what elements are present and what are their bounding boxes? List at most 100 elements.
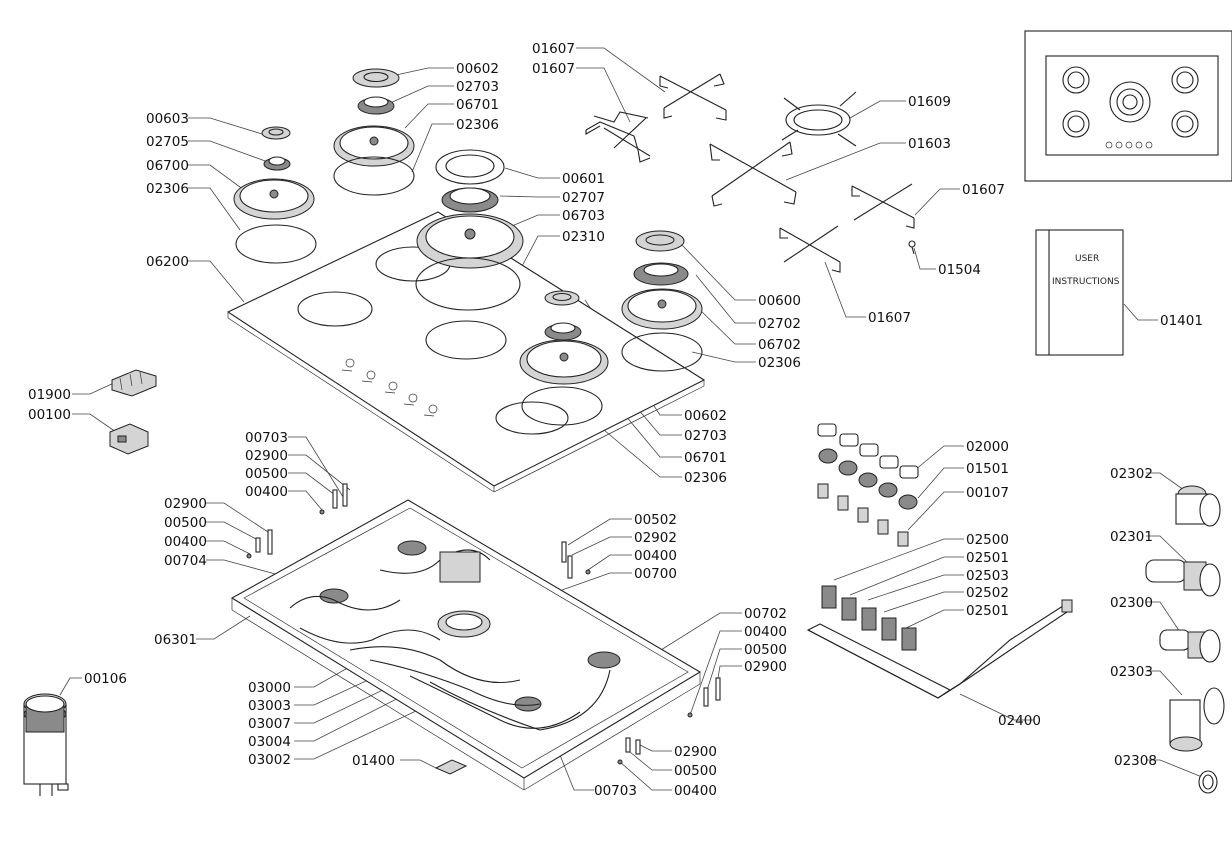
label-01401: 01401 <box>1160 313 1203 329</box>
label-02900: 02900 <box>744 659 787 675</box>
label-00500: 00500 <box>674 763 717 779</box>
bottom-tray <box>230 499 702 791</box>
pan-support-01603 <box>709 141 797 207</box>
label-01504: 01504 <box>938 262 981 278</box>
label-02707: 02707 <box>562 190 605 206</box>
label-00400: 00400 <box>744 624 787 640</box>
control-symbols <box>341 358 438 417</box>
label-06702: 06702 <box>758 337 801 353</box>
pan-support-01609-wok <box>781 91 857 147</box>
label-00704: 00704 <box>164 553 207 569</box>
knob-spindles <box>817 483 909 547</box>
connector-02303 <box>1169 687 1225 752</box>
label-00100: 00100 <box>28 407 71 423</box>
label-00107: 00107 <box>966 485 1009 501</box>
manual-line-1: USER <box>1075 254 1099 264</box>
label-00700: 00700 <box>634 566 677 582</box>
label-02400: 02400 <box>998 713 1041 729</box>
electrode-set-bottom <box>617 737 641 765</box>
label-00602: 00602 <box>684 408 727 424</box>
label-01607: 01607 <box>868 310 911 326</box>
pan-support-01607-c <box>851 183 915 229</box>
label-02900: 02900 <box>674 744 717 760</box>
part-labels: 00602 02703 06701 02306 00603 02705 0670… <box>28 41 1203 799</box>
leader-lines <box>59 47 1203 791</box>
pan-support-01607-a <box>585 111 651 163</box>
label-02306: 02306 <box>146 181 189 197</box>
label-02301: 02301 <box>1110 529 1153 545</box>
control-knobs <box>817 423 919 547</box>
connector-02300 <box>1159 629 1221 663</box>
label-02306: 02306 <box>758 355 801 371</box>
label-02303: 02303 <box>1110 664 1153 680</box>
pan-supports <box>585 73 916 273</box>
label-03003: 03003 <box>248 698 291 714</box>
gas-connectors <box>1145 485 1225 794</box>
label-02703: 02703 <box>456 79 499 95</box>
label-01607: 01607 <box>962 182 1005 198</box>
label-03002: 03002 <box>248 752 291 768</box>
label-02300: 02300 <box>1110 595 1153 611</box>
flue-cap-00106 <box>23 693 69 796</box>
label-01609: 01609 <box>908 94 951 110</box>
burner-assembly-auxiliary <box>233 126 317 264</box>
label-03004: 03004 <box>248 734 291 750</box>
gas-valves-manifold <box>806 585 1073 699</box>
label-00502: 00502 <box>634 512 677 528</box>
label-02503: 02503 <box>966 568 1009 584</box>
label-00703: 00703 <box>594 783 637 799</box>
label-00500: 00500 <box>245 466 288 482</box>
label-06701: 06701 <box>684 450 727 466</box>
connector-block-00100 <box>109 423 149 455</box>
label-02308: 02308 <box>1114 753 1157 769</box>
label-02501: 02501 <box>966 550 1009 566</box>
connector-02301 <box>1145 559 1221 597</box>
ignition-module-01900 <box>111 369 157 397</box>
user-instructions-booklet: USER INSTRUCTIONS <box>1035 229 1124 356</box>
label-02501: 02501 <box>966 603 1009 619</box>
label-03007: 03007 <box>248 716 291 732</box>
label-00602: 00602 <box>456 61 499 77</box>
label-02306: 02306 <box>684 470 727 486</box>
label-00603: 00603 <box>146 111 189 127</box>
label-00106: 00106 <box>84 671 127 687</box>
label-00702: 00702 <box>744 606 787 622</box>
label-00500: 00500 <box>164 515 207 531</box>
label-06700: 06700 <box>146 158 189 174</box>
label-02000: 02000 <box>966 439 1009 455</box>
electrodes <box>246 483 721 765</box>
label-00400: 00400 <box>164 534 207 550</box>
label-00703: 00703 <box>245 430 288 446</box>
label-01400: 01400 <box>352 753 395 769</box>
burner-assembly-semi-rapid-front <box>519 290 609 426</box>
top-view-inset <box>1024 30 1232 182</box>
electrode-set-left-mid <box>246 529 273 559</box>
label-02703: 02703 <box>684 428 727 444</box>
label-00601: 00601 <box>562 171 605 187</box>
electrode-set-left-top <box>319 483 348 515</box>
label-01603: 01603 <box>908 136 951 152</box>
burner-assembly-semi-rapid-rear <box>333 68 415 196</box>
label-06703: 06703 <box>562 208 605 224</box>
label-00400: 00400 <box>674 783 717 799</box>
electrode-set-right <box>687 677 721 718</box>
label-02902: 02902 <box>634 530 677 546</box>
manual-line-2: INSTRUCTIONS <box>1052 277 1120 287</box>
label-01607: 01607 <box>532 61 575 77</box>
label-02705: 02705 <box>146 134 189 150</box>
rubber-foot-01504 <box>908 240 916 255</box>
label-02310: 02310 <box>562 229 605 245</box>
label-02500: 02500 <box>966 532 1009 548</box>
burner-assembly-rapid <box>621 230 703 372</box>
label-02900: 02900 <box>164 496 207 512</box>
connector-02302 <box>1175 485 1221 527</box>
label-02302: 02302 <box>1110 466 1153 482</box>
label-06701: 06701 <box>456 97 499 113</box>
electrode-set-middle <box>561 541 591 579</box>
label-01501: 01501 <box>966 461 1009 477</box>
bracket-01400 <box>434 759 468 775</box>
pan-support-01607-b <box>659 73 727 121</box>
label-06301: 06301 <box>154 632 197 648</box>
label-02306: 02306 <box>456 117 499 133</box>
